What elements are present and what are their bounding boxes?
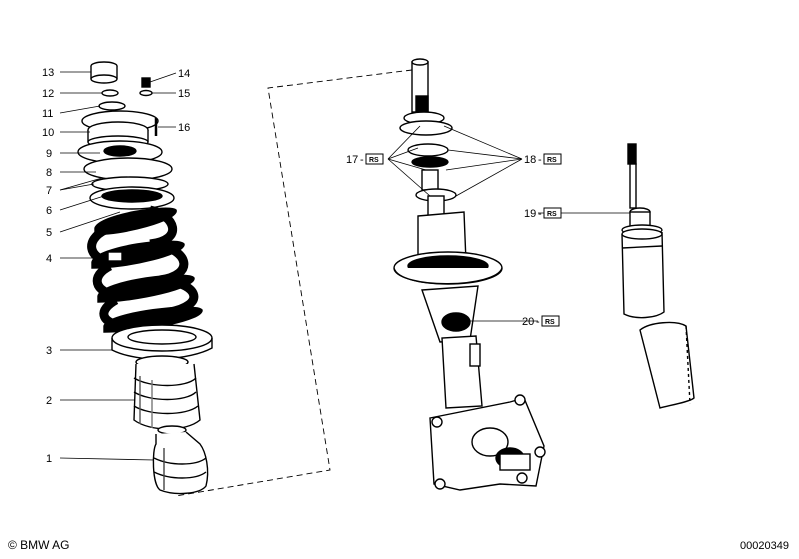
callout-18-dash: - — [538, 154, 542, 166]
strut-assembly — [393, 58, 546, 491]
part-15-washer — [139, 89, 153, 97]
part-6-spring-seat — [89, 186, 175, 210]
dashed-frame — [175, 69, 413, 497]
callout-2: 2 — [46, 395, 52, 407]
part-4-coil-spring — [87, 205, 203, 333]
rs-badge-20-label: RS — [545, 319, 555, 326]
part-1-buffer — [152, 425, 209, 495]
callout-3: 3 — [46, 345, 52, 357]
callout-19: 19 — [524, 208, 536, 220]
callout-14: 14 — [178, 68, 190, 80]
part-13-cap — [90, 61, 118, 84]
callout-13: 13 — [42, 67, 54, 79]
copyright-text: © BMW AG — [8, 538, 70, 552]
left-assembly — [77, 61, 213, 495]
callout-4: 4 — [46, 253, 52, 265]
rs-badge-17-label: RS — [369, 157, 379, 164]
part-11-washer — [98, 101, 126, 111]
callout-12: 12 — [42, 88, 54, 100]
callout-1: 1 — [46, 453, 52, 465]
callout-8: 8 — [46, 167, 52, 179]
part-2-boot — [133, 355, 201, 430]
rs-badge-19 — [543, 207, 562, 219]
callout-20-dash: - — [536, 316, 540, 328]
callout-15: 15 — [178, 88, 190, 100]
part-3-lower-seat — [111, 324, 213, 360]
callout-20: 20 — [522, 316, 534, 328]
rs-badge-19-label: RS — [547, 211, 557, 218]
shock-absorber — [621, 143, 695, 409]
callout-19-dash: - — [538, 208, 542, 220]
rs-badge-18 — [543, 153, 562, 165]
callout-9: 9 — [46, 148, 52, 160]
part-14-stud — [141, 77, 151, 88]
left-leaders — [59, 71, 177, 461]
document-number: 00020349 — [740, 540, 789, 552]
callout-5: 5 — [46, 227, 52, 239]
callout-10: 10 — [42, 127, 54, 139]
callout-labels: 13 12 11 10 9 8 7 6 5 4 3 2 1 14 15 16 1… — [42, 67, 562, 465]
rs-badge-18-label: RS — [547, 157, 557, 164]
callout-17: 17 — [346, 154, 358, 166]
rs-badge-20 — [541, 315, 560, 327]
callout-17-dash: - — [360, 154, 364, 166]
callout-18: 18 — [524, 154, 536, 166]
callout-6: 6 — [46, 205, 52, 217]
rs-badge-17 — [365, 153, 384, 165]
callout-7: 7 — [46, 185, 52, 197]
part-12-nut — [101, 89, 119, 97]
callout-16: 16 — [178, 122, 190, 134]
callout-11: 11 — [42, 108, 53, 120]
